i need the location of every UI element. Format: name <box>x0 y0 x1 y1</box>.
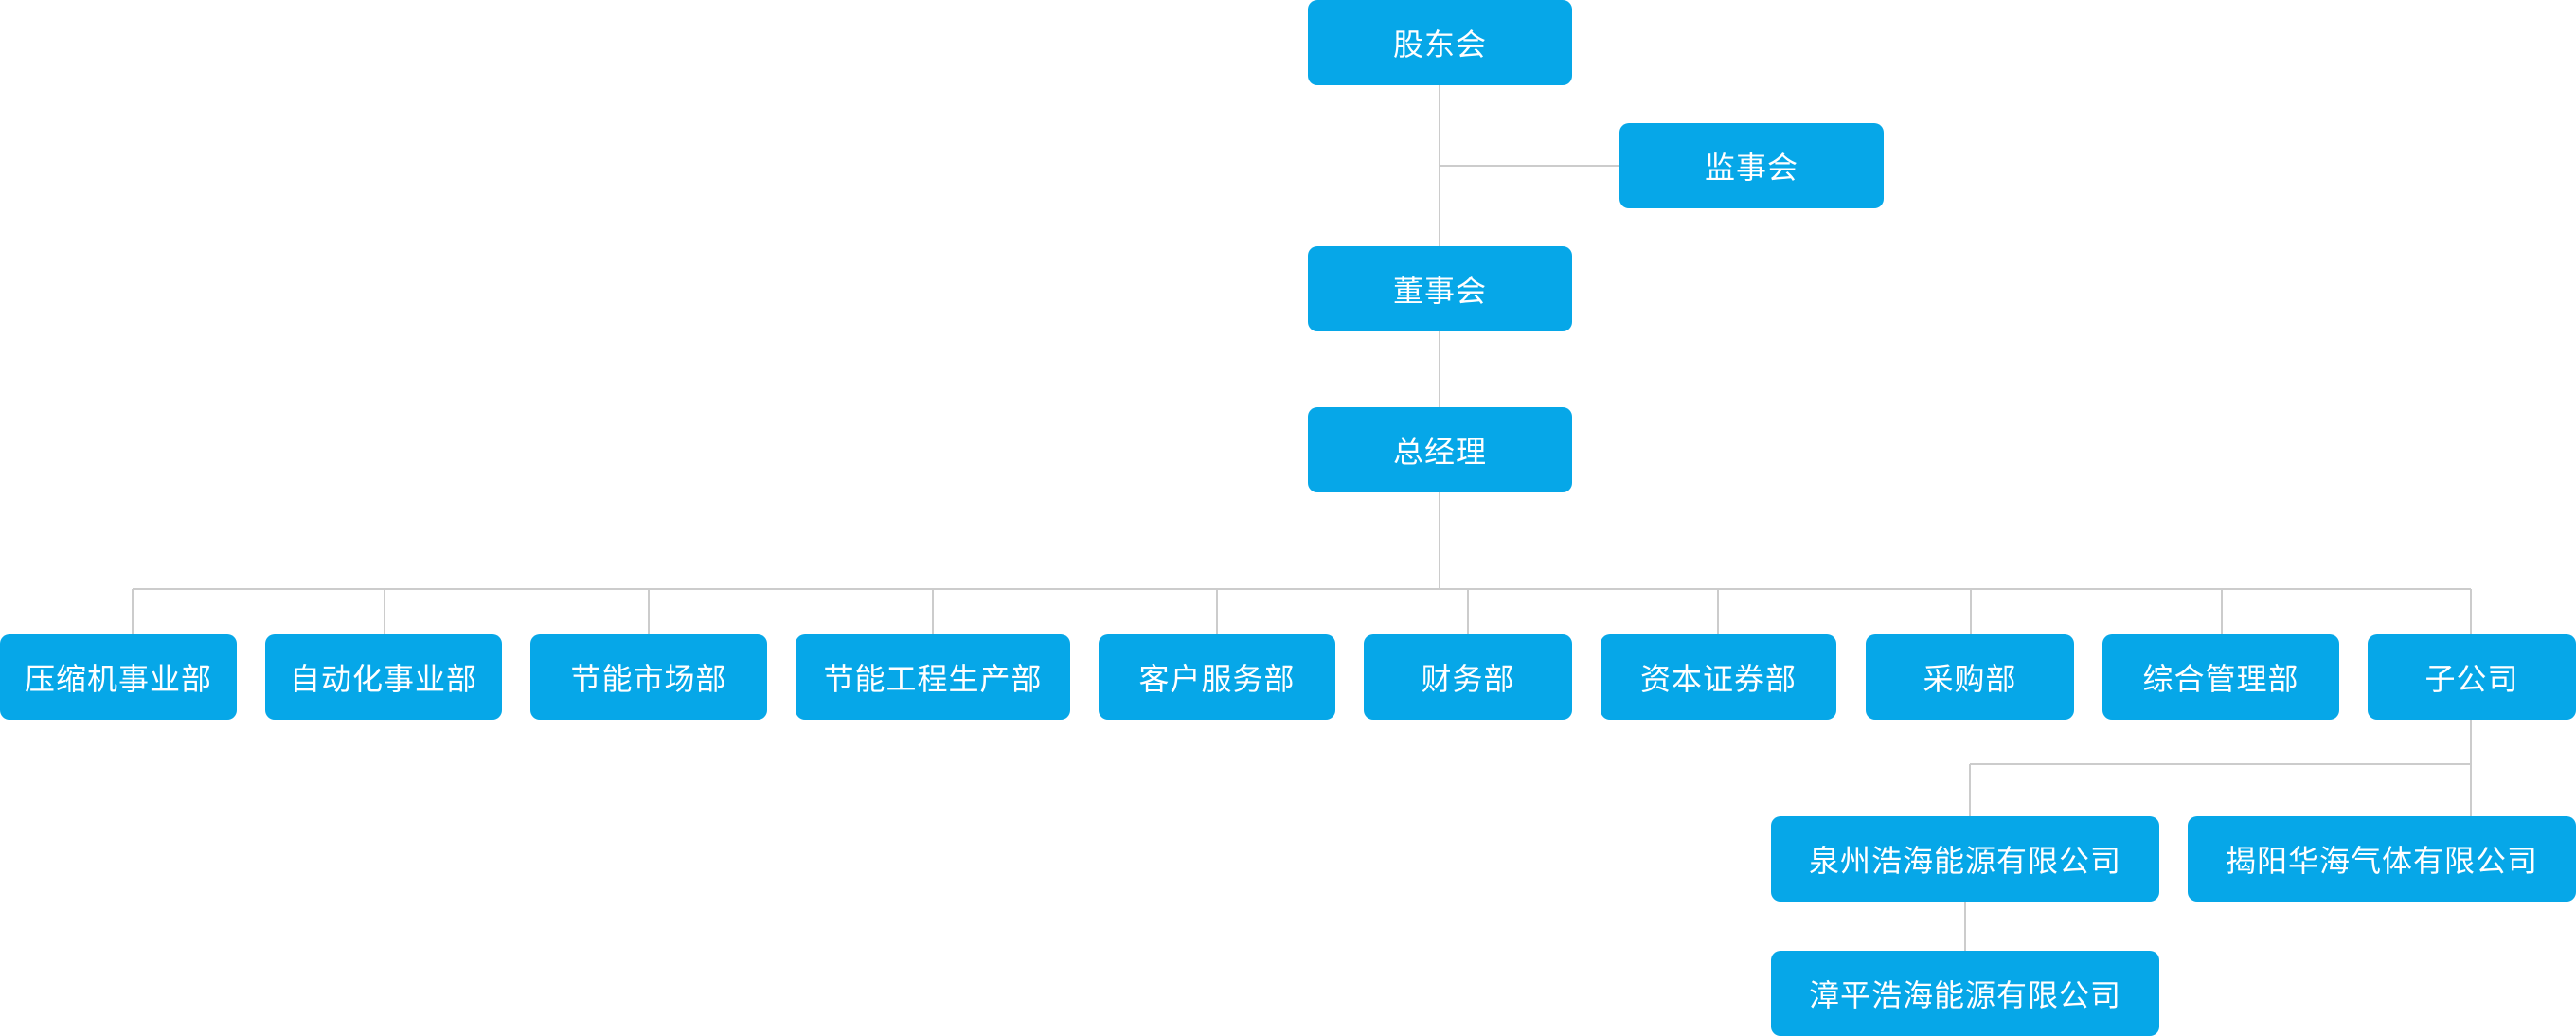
node-department-procurement[interactable]: 采购部 <box>1866 634 2074 720</box>
node-department-automation[interactable]: 自动化事业部 <box>265 634 502 720</box>
node-label: 漳平浩海能源有限公司 <box>1808 977 2121 1013</box>
node-department-energy-market[interactable]: 节能市场部 <box>530 634 767 720</box>
node-general-manager[interactable]: 总经理 <box>1308 407 1572 492</box>
node-subsidiary-quanzhou[interactable]: 泉州浩海能源有限公司 <box>1771 816 2159 902</box>
node-department-compressor[interactable]: 压缩机事业部 <box>0 634 237 720</box>
node-department-customer-service[interactable]: 客户服务部 <box>1099 634 1335 720</box>
node-label: 压缩机事业部 <box>24 661 212 697</box>
node-label: 监事会 <box>1704 150 1798 186</box>
node-supervisors[interactable]: 监事会 <box>1619 123 1884 208</box>
node-department-finance[interactable]: 财务部 <box>1364 634 1572 720</box>
node-label: 综合管理部 <box>2142 661 2299 697</box>
node-label: 资本证券部 <box>1639 661 1797 697</box>
node-label: 自动化事业部 <box>289 661 477 697</box>
node-label: 股东会 <box>1392 27 1487 63</box>
node-department-general-management[interactable]: 综合管理部 <box>2102 634 2339 720</box>
node-subsidiary-jieyang[interactable]: 揭阳华海气体有限公司 <box>2188 816 2576 902</box>
node-label: 揭阳华海气体有限公司 <box>2225 843 2538 879</box>
node-label: 节能工程生产部 <box>823 661 1043 697</box>
node-label: 客户服务部 <box>1138 661 1296 697</box>
node-shareholders[interactable]: 股东会 <box>1308 0 1572 85</box>
node-label: 子公司 <box>2424 661 2519 697</box>
node-label: 泉州浩海能源有限公司 <box>1808 843 2121 879</box>
node-department-capital-securities[interactable]: 资本证券部 <box>1601 634 1836 720</box>
node-label: 节能市场部 <box>570 661 727 697</box>
node-department-energy-engineering[interactable]: 节能工程生产部 <box>796 634 1070 720</box>
node-label: 董事会 <box>1392 273 1487 309</box>
node-label: 总经理 <box>1392 434 1487 470</box>
node-board[interactable]: 董事会 <box>1308 246 1572 331</box>
node-label: 采购部 <box>1923 661 2017 697</box>
node-subsidiary-zhangping[interactable]: 漳平浩海能源有限公司 <box>1771 951 2159 1036</box>
node-label: 财务部 <box>1421 661 1515 697</box>
node-department-subsidiaries[interactable]: 子公司 <box>2368 634 2576 720</box>
